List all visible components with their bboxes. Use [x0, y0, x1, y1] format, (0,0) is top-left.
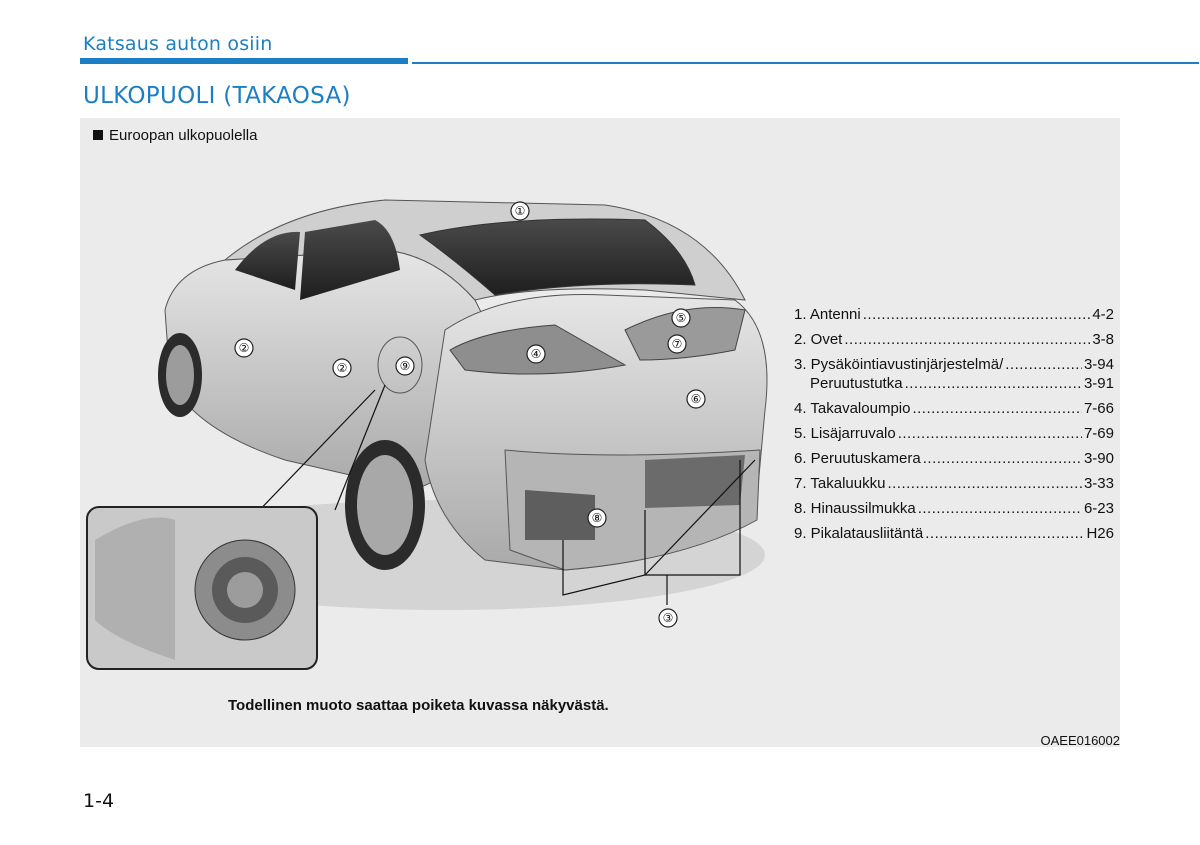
- part-peruutustutka: Peruutustutka3-91: [794, 375, 1114, 400]
- callout-1: ①: [510, 201, 530, 221]
- region-label-text: Euroopan ulkopuolella: [109, 127, 258, 144]
- callout-4: ④: [526, 344, 546, 364]
- svg-text:⑦: ⑦: [672, 337, 683, 351]
- part-takaluukku: 7. Takaluukku3-33: [794, 475, 1114, 500]
- svg-text:⑨: ⑨: [400, 359, 411, 373]
- svg-text:⑤: ⑤: [676, 311, 687, 325]
- svg-text:②: ②: [239, 341, 250, 355]
- parts-list: 1. Antenni4-2 2. Ovet3-8 3. Pysäköintiav…: [794, 306, 1114, 550]
- part-pikalatausliitanta: 9. PikalatausliitäntäH26: [794, 525, 1114, 550]
- header-rule-thick: [80, 58, 408, 64]
- part-pysakointiavustin: 3. Pysäköintiavustinjärjestelmä/3-94: [794, 356, 1114, 381]
- page-heading: ULKOPUOLI (TAKAOSA): [83, 83, 351, 109]
- svg-text:①: ①: [515, 204, 526, 218]
- part-antenni: 1. Antenni4-2: [794, 306, 1114, 331]
- callout-3: ③: [658, 608, 678, 628]
- part-takavaloumpio: 4. Takavaloumpio7-66: [794, 400, 1114, 425]
- part-hinaussilmukka: 8. Hinaussilmukka6-23: [794, 500, 1114, 525]
- part-lisajarruvalo: 5. Lisäjarruvalo7-69: [794, 425, 1114, 450]
- svg-text:③: ③: [663, 611, 674, 625]
- callout-5: ⑤: [671, 308, 691, 328]
- svg-text:④: ④: [531, 347, 542, 361]
- car-rear-illustration: ① ② ② ③ ④ ⑤ ⑥ ⑦ ⑧ ⑨: [86, 199, 768, 670]
- callout-9: ⑨: [395, 356, 415, 376]
- callout-2a: ②: [234, 338, 254, 358]
- section-title: Katsaus auton osiin: [83, 33, 273, 55]
- header-rule-thin: [412, 62, 1199, 64]
- part-ovet: 2. Ovet3-8: [794, 331, 1114, 356]
- svg-text:②: ②: [337, 361, 348, 375]
- svg-text:⑥: ⑥: [691, 392, 702, 406]
- callout-7: ⑦: [667, 334, 687, 354]
- svg-text:⑧: ⑧: [592, 511, 603, 525]
- callout-2b: ②: [332, 358, 352, 378]
- figure-note: Todellinen muoto saattaa poiketa kuvassa…: [228, 697, 609, 714]
- part-peruutuskamera: 6. Peruutuskamera3-90: [794, 450, 1114, 475]
- bullet-square-icon: [93, 130, 103, 140]
- page-number: 1-4: [83, 790, 115, 812]
- region-label: Euroopan ulkopuolella: [93, 127, 257, 144]
- image-code: OAEE016002: [1040, 733, 1120, 748]
- callout-8: ⑧: [587, 508, 607, 528]
- callout-6: ⑥: [686, 389, 706, 409]
